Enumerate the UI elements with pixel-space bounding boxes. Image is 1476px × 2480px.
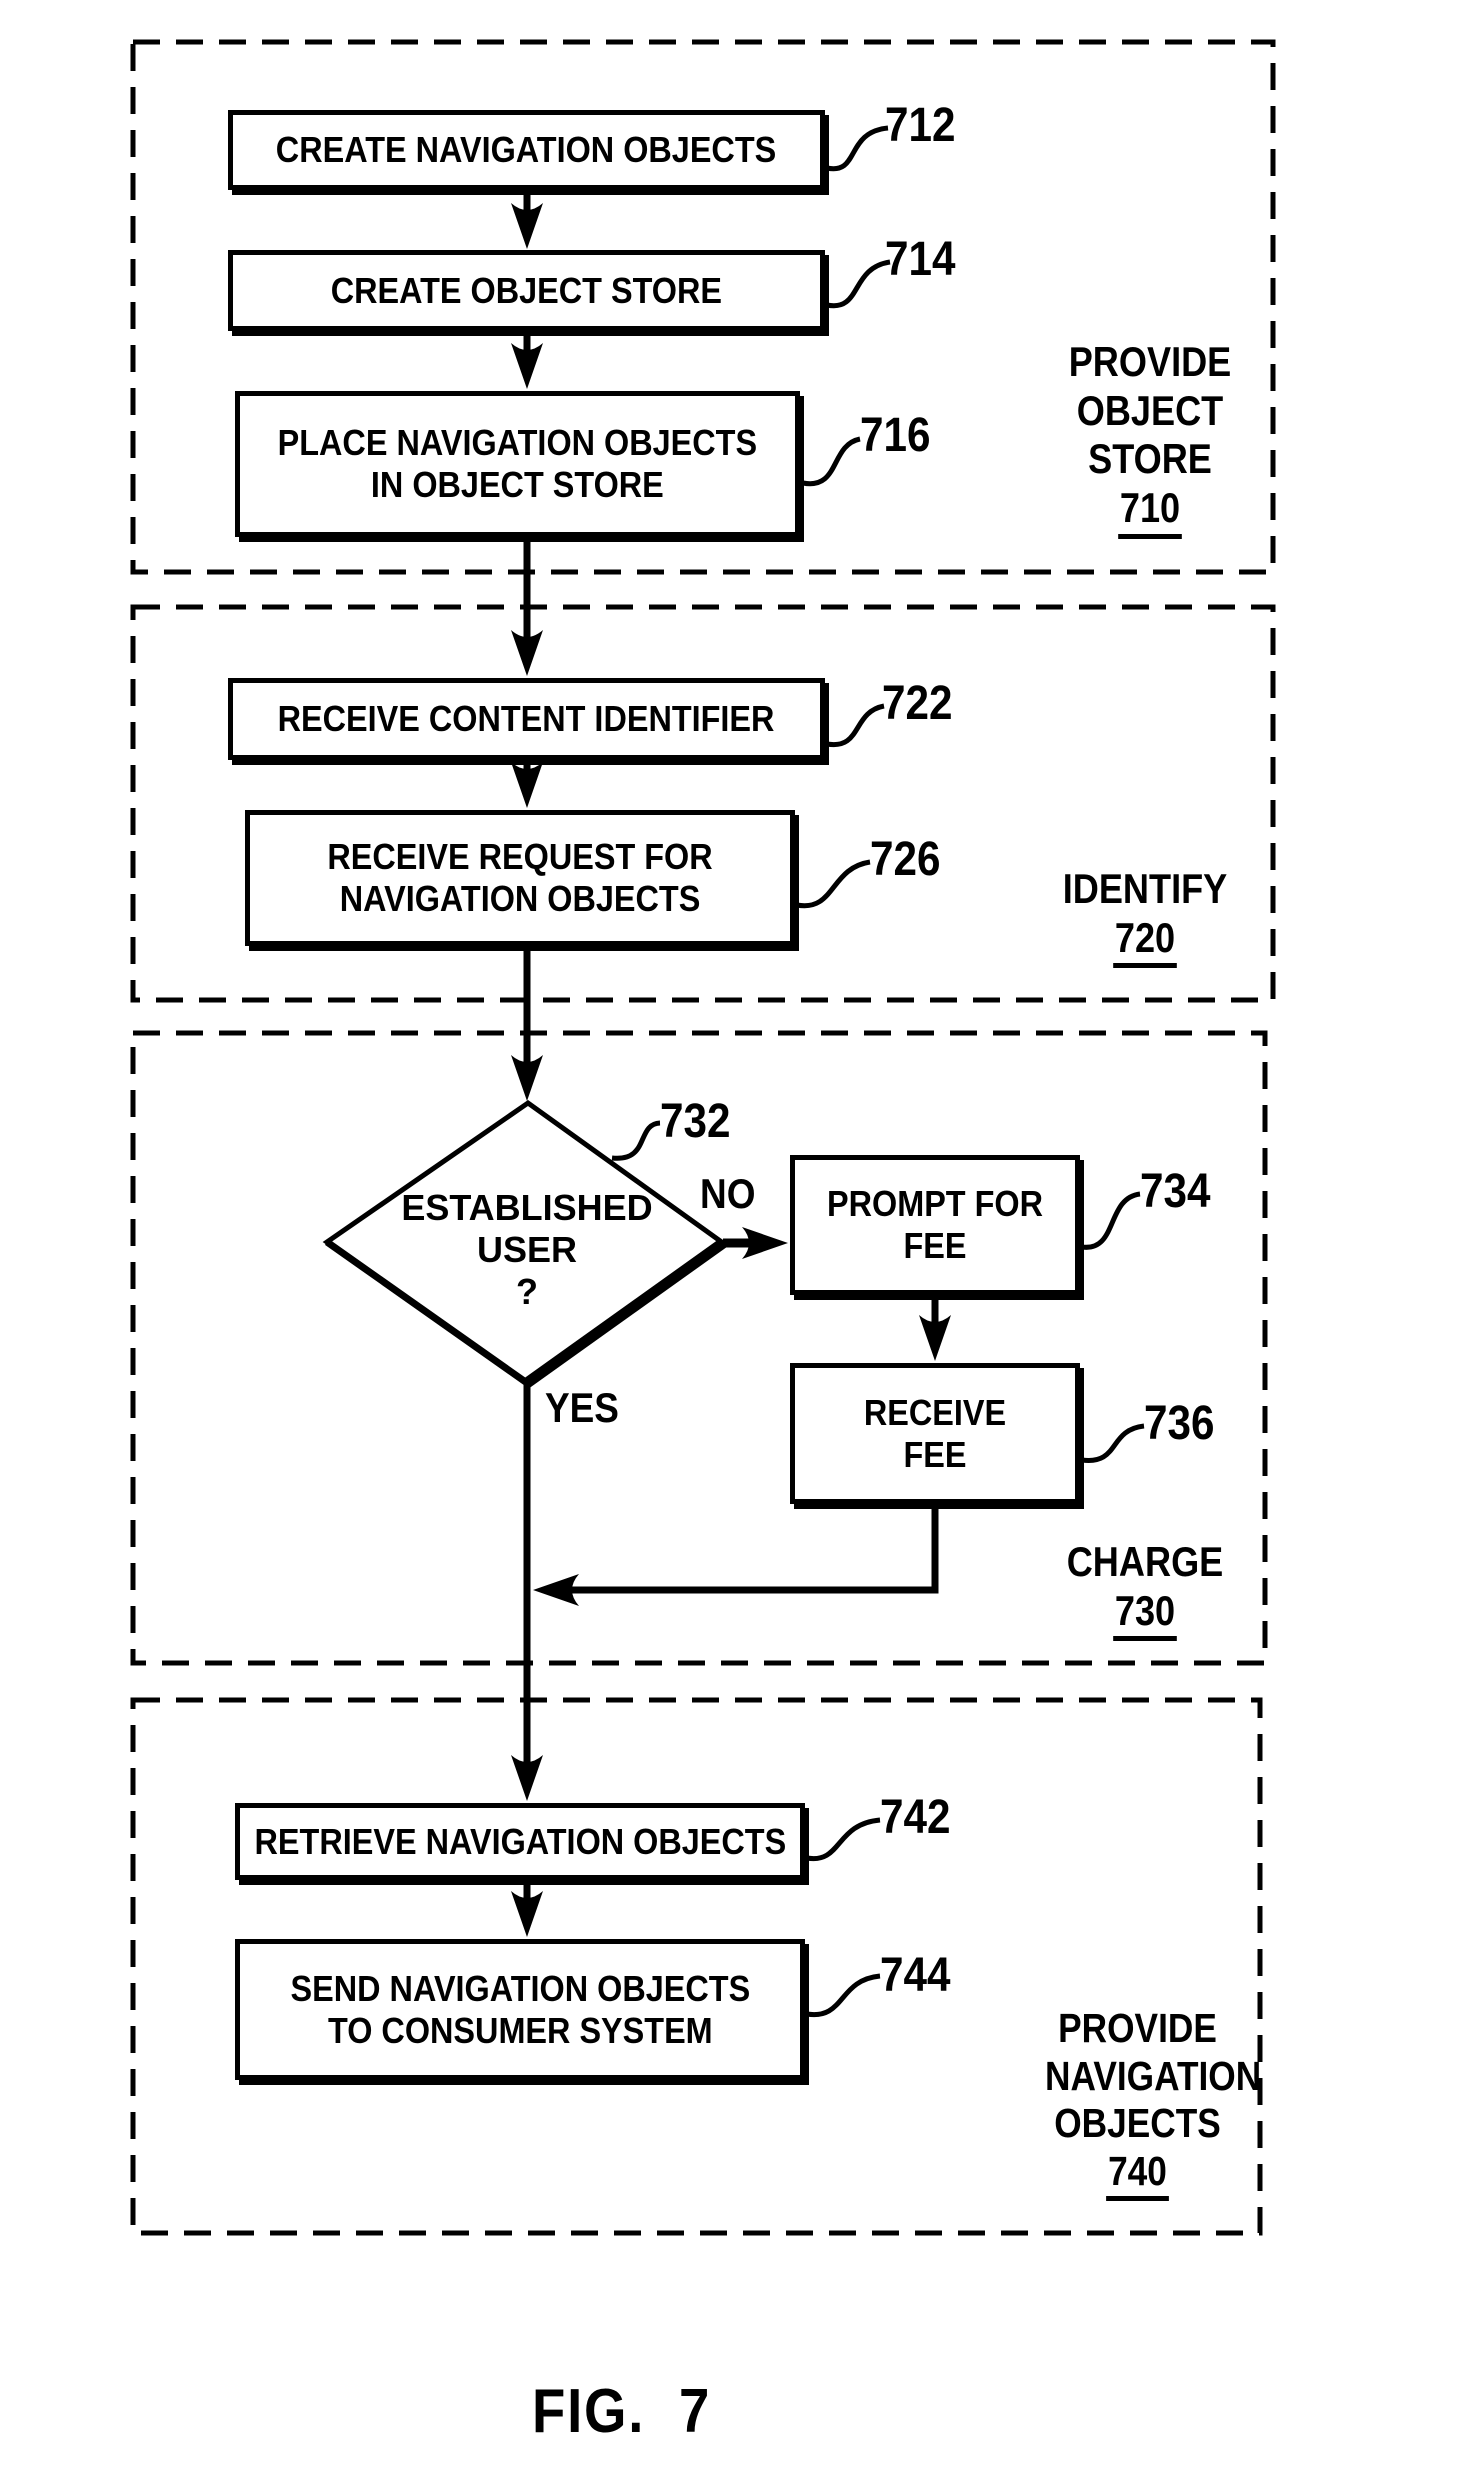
process-step-receive-content-identifier: RECEIVE CONTENT IDENTIFIER	[228, 678, 825, 760]
ref-label-734: 734	[1140, 1165, 1211, 1218]
process-step-retrieve-navigation-objects: RETRIEVE NAVIGATION OBJECTS	[235, 1803, 805, 1880]
ref-label-722: 722	[882, 677, 953, 730]
figure-caption: FIG. 7	[531, 2377, 711, 2446]
process-step-create-object-store: CREATE OBJECT STORE	[228, 250, 825, 331]
ref-label-726: 726	[870, 833, 941, 886]
diamond-thick-edge	[324, 1239, 530, 1386]
process-step-receive-request: RECEIVE REQUEST FOR NAVIGATION OBJECTS	[245, 810, 795, 946]
flow-arrow-heads	[511, 203, 951, 1937]
section-box-provide-navigation-objects	[130, 1697, 1263, 2236]
ref-label-732: 732	[660, 1095, 731, 1148]
process-step-receive-fee: RECEIVE FEE	[790, 1363, 1080, 1504]
ref-leader-lines	[611, 125, 1145, 2018]
section-box-charge	[130, 1030, 1268, 1666]
process-step-create-navigation-objects: CREATE NAVIGATION OBJECTS	[228, 110, 825, 190]
process-step-prompt-for-fee: PROMPT FOR FEE	[790, 1155, 1080, 1295]
process-step-place-navigation-objects: PLACE NAVIGATION OBJECTS IN OBJECT STORE	[235, 391, 800, 537]
section-box-provide-object-store	[130, 39, 1276, 575]
branch-label-no: NO	[700, 1170, 756, 1217]
ref-label-712: 712	[885, 99, 956, 152]
ref-label-736: 736	[1144, 1397, 1215, 1450]
section-label-provide-object-store: PROVIDE OBJECT STORE 710	[1055, 338, 1245, 539]
ref-label-744: 744	[880, 1949, 951, 2002]
section-label-charge: CHARGE 730	[1045, 1538, 1245, 1642]
decision-established-user: ESTABLISHED USER ?	[401, 1187, 653, 1312]
ref-label-716: 716	[860, 409, 931, 462]
section-box-identify	[130, 604, 1276, 1003]
section-label-identify: IDENTIFY 720	[1045, 865, 1245, 969]
diamond-thick-edge	[523, 1238, 727, 1388]
process-step-send-navigation-objects: SEND NAVIGATION OBJECTS TO CONSUMER SYST…	[235, 1939, 805, 2080]
ref-label-742: 742	[880, 1791, 951, 1844]
section-label-provide-navigation-objects: PROVIDE NAVIGATION OBJECTS 740	[1030, 2005, 1261, 2202]
branch-label-yes: YES	[545, 1384, 619, 1431]
ref-label-714: 714	[885, 233, 956, 286]
